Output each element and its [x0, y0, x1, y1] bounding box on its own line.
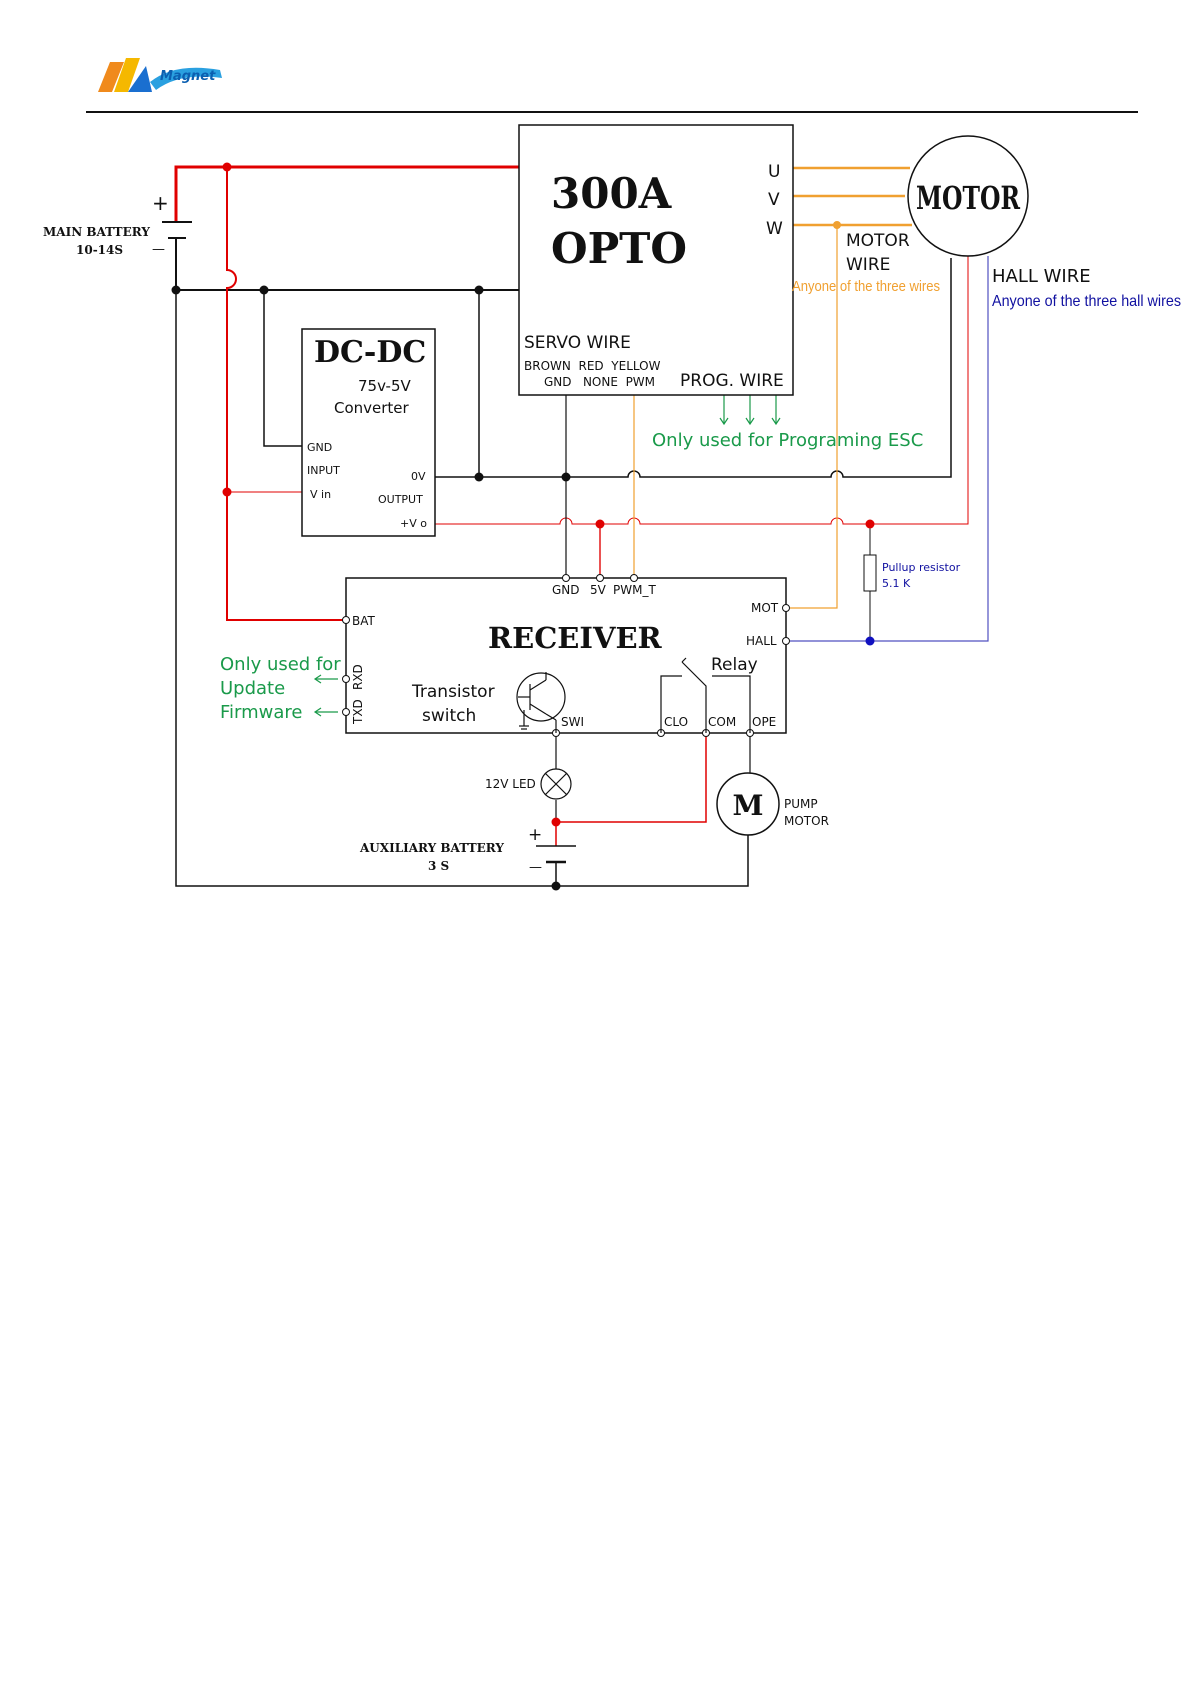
- rx-hall-label: HALL: [746, 634, 777, 648]
- main-battery-spec: 10-14S: [76, 243, 123, 257]
- pullup-label: Pullup resistor: [882, 561, 961, 574]
- logo-text: Magnet: [160, 69, 216, 84]
- pump-motor: M PUMP MOTOR: [716, 772, 829, 836]
- dcdc-title: DC-DC: [314, 335, 426, 370]
- phase-w-label: W: [766, 219, 783, 239]
- aux-battery: + — AUXILIARY BATTERY 3 S: [359, 825, 576, 875]
- motor-wire-label-2: WIRE: [846, 255, 890, 275]
- servo-colors-label: BROWN RED YELLOW: [524, 359, 661, 373]
- rx-ope-label: OPE: [752, 715, 776, 729]
- dcdc-vin-label: V in: [310, 488, 331, 501]
- servo-funcs-label: GND NONE PWM: [544, 375, 655, 389]
- rx-clo-label: CLO: [664, 715, 688, 729]
- dcdc-input-label: INPUT: [307, 464, 340, 477]
- esc-title-line2: OPTO: [551, 224, 687, 273]
- dcdc-0v-label: 0V: [411, 470, 426, 483]
- main-battery-label: MAIN BATTERY: [43, 225, 150, 239]
- rx-swi-label: SWI: [561, 715, 584, 729]
- transistor-label-1: Transistor: [411, 682, 495, 702]
- aux-battery-minus: —: [529, 860, 542, 875]
- pump-label-1: PUMP: [784, 797, 818, 811]
- brand-logo: Magnet: [98, 58, 222, 92]
- dcdc-spec: 75v-5V: [358, 377, 412, 395]
- rx-txd-label: TXD: [351, 699, 365, 725]
- transistor-label-2: switch: [422, 706, 476, 726]
- servo-wire-label: SERVO WIRE: [524, 333, 631, 353]
- aux-battery-plus: +: [528, 825, 542, 845]
- relay-icon: [660, 657, 751, 733]
- esc-title-line1: 300A: [551, 169, 673, 218]
- phase-v-label: V: [768, 190, 780, 210]
- hall-wire-label: HALL WIRE: [992, 266, 1091, 287]
- dcdc-converter: DC-DC 75v-5V Converter GND INPUT V in 0V…: [301, 328, 436, 537]
- relay-label: Relay: [711, 655, 758, 675]
- rx-mot-label: MOT: [751, 601, 779, 615]
- hall-wire-note: Anyone of the three hall wires: [992, 293, 1181, 310]
- firmware-note-line1: Only used for: [220, 654, 341, 675]
- motor-label: MOTOR: [916, 179, 1020, 217]
- pullup-resistor: Pullup resistor 5.1 K: [863, 554, 961, 592]
- pullup-value: 5.1 K: [882, 577, 911, 590]
- firmware-note: Only used for Update Firmware: [220, 654, 341, 723]
- firmware-note-line3: Firmware: [220, 702, 303, 723]
- bat-supply-wire: [226, 167, 346, 621]
- rx-pwm-label: PWM_T: [613, 583, 656, 597]
- rx-rxd-label: RXD: [351, 664, 365, 690]
- junction-dots: [171, 162, 875, 891]
- prog-wire-note: Only used for Programing ESC: [652, 430, 923, 451]
- rx-5v-label: 5V: [590, 583, 607, 597]
- prog-wire-label: PROG. WIRE: [680, 371, 784, 391]
- main-positive-wire: [174, 165, 519, 222]
- main-battery: + — MAIN BATTERY 10-14S: [43, 191, 192, 257]
- pump-label-2: MOTOR: [784, 814, 829, 828]
- rx-bat-label: BAT: [352, 614, 376, 628]
- dcdc-output-label: OUTPUT: [378, 493, 423, 506]
- led-label: 12V LED: [485, 777, 536, 791]
- phase-u-label: U: [768, 162, 780, 182]
- receiver: GND 5V PWM_T BAT MOT HALL RECEIVER RXD T…: [342, 574, 790, 737]
- led-lamp-icon: [540, 768, 572, 800]
- dcdc-gnd-wire: [263, 290, 302, 447]
- dcdc-sub: Converter: [334, 399, 410, 417]
- pump-symbol: M: [733, 789, 764, 822]
- rx-gnd-label: GND: [552, 583, 580, 597]
- dcdc-vo-label: +V o: [400, 517, 427, 530]
- motor: MOTOR MOTOR WIRE Anyone of the three wir…: [792, 135, 1181, 310]
- receiver-title: RECEIVER: [488, 621, 663, 655]
- motor-wire-label-1: MOTOR: [846, 231, 910, 251]
- aux-battery-spec: 3 S: [428, 859, 449, 873]
- transistor-icon: [516, 672, 566, 733]
- prog-wire-arrows: [719, 394, 781, 426]
- rx-com-label: COM: [708, 715, 736, 729]
- motor-wire-note: Anyone of the three wires: [792, 278, 940, 295]
- firmware-note-line2: Update: [220, 678, 285, 699]
- aux-battery-label: AUXILIARY BATTERY: [359, 841, 504, 855]
- esc-300a-opto: 300A OPTO U V W SERVO WIRE BROWN RED YEL…: [518, 124, 794, 396]
- dcdc-gnd-label: GND: [307, 441, 332, 454]
- battery-plus-sign: +: [152, 191, 169, 215]
- battery-minus-sign: —: [152, 242, 165, 257]
